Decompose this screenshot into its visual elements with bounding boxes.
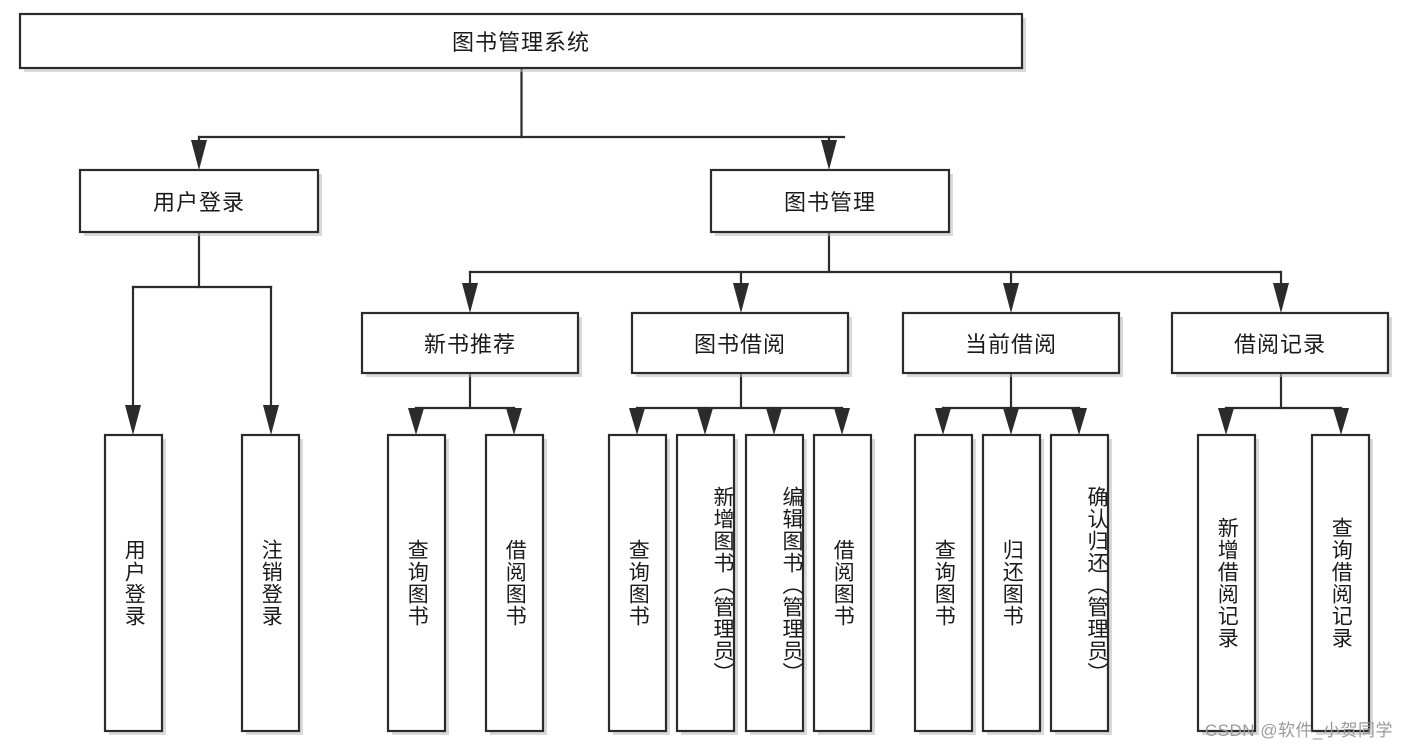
node-leaf-user-login[interactable] — [103, 433, 164, 733]
arrow-new-book-leaf2-icon — [506, 408, 522, 435]
arrow-to-new-book-icon — [462, 283, 478, 313]
node-leaf-logout[interactable] — [240, 433, 301, 733]
arrow-new-book-leaf1-icon — [408, 408, 424, 435]
node-book-borrow[interactable] — [630, 311, 850, 375]
node-layer — [18, 12, 1392, 735]
arrow-book-borrow-leaf1-icon — [629, 408, 645, 435]
arrow-book-borrow-leaf2-icon — [697, 408, 713, 435]
node-leaf-query-record[interactable] — [1310, 433, 1371, 733]
node-leaf-return-book[interactable] — [981, 433, 1042, 733]
node-user-login[interactable] — [78, 168, 320, 234]
arrow-to-current-borrow-icon — [1003, 283, 1019, 313]
node-book-manage[interactable] — [709, 168, 951, 234]
node-leaf-borrow-book-1[interactable] — [484, 433, 545, 733]
node-borrow-record[interactable] — [1170, 311, 1390, 375]
node-leaf-add-record[interactable] — [1196, 433, 1257, 733]
node-root[interactable] — [18, 12, 1024, 70]
arrow-user-login-leaf1-icon — [125, 405, 141, 435]
arrow-to-book-borrow-icon — [733, 283, 749, 313]
arrow-borrow-record-leaf1-icon — [1218, 408, 1234, 435]
node-leaf-query-book-3[interactable] — [913, 433, 974, 733]
arrow-current-borrow-leaf2-icon — [1003, 408, 1019, 435]
node-leaf-query-book-2[interactable] — [607, 433, 668, 733]
arrow-book-borrow-leaf4-icon — [834, 408, 850, 435]
arrow-to-borrow-record-icon — [1273, 283, 1289, 313]
arrow-user-login-leaf2-icon — [263, 405, 279, 435]
arrow-to-user-login-icon — [191, 140, 207, 170]
connector-layer — [125, 66, 1349, 435]
node-leaf-edit-book[interactable] — [744, 433, 805, 733]
arrow-borrow-record-leaf2-icon — [1333, 408, 1349, 435]
node-new-book-recommend[interactable] — [360, 311, 580, 375]
arrow-current-borrow-leaf3-icon — [1071, 408, 1087, 435]
arrow-current-borrow-leaf1-icon — [935, 408, 951, 435]
node-leaf-query-book-1[interactable] — [386, 433, 447, 733]
node-leaf-add-book[interactable] — [675, 433, 736, 733]
node-leaf-confirm-return[interactable] — [1049, 433, 1110, 733]
node-leaf-borrow-book-2[interactable] — [812, 433, 873, 733]
arrow-to-book-manage-icon — [821, 140, 837, 170]
node-current-borrow[interactable] — [901, 311, 1121, 375]
arrow-book-borrow-leaf3-icon — [766, 408, 782, 435]
